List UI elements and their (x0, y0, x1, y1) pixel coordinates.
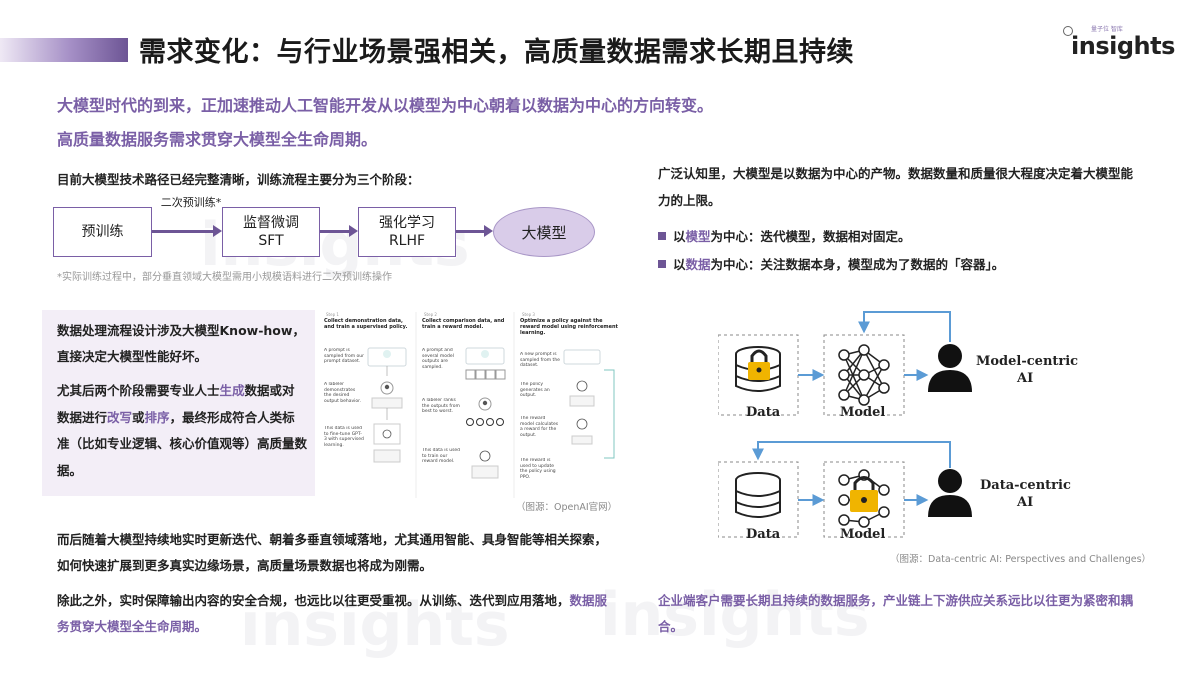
step-3-text-4: The reward is used to update the policy … (520, 458, 556, 480)
locked-database-icon (735, 346, 781, 392)
rlhf-steps-figure: Step 1 Collect demonstration data, and t… (318, 308, 630, 508)
step-3-text-2: The policy generates an output. (520, 382, 550, 398)
bullet-square-icon (658, 232, 666, 240)
step-3-heading: Optimize a policy against the reward mod… (520, 318, 618, 336)
subtitle-2: 高质量数据服务需求贯穿大模型全生命周期。 (57, 130, 378, 149)
step-2-text-2: A labeler ranks the outputs from best to… (422, 398, 460, 414)
step-3-text-1: A new prompt is sampled from the dataset… (520, 352, 560, 368)
title-accent-bar (0, 38, 128, 62)
right-conclusion: 企业端客户需要长期且持续的数据服务，产业链上下游供应关系远比以往更为紧密和耦合。 (658, 593, 1134, 634)
stage-pretrain-label: 预训练 (81, 224, 124, 240)
model-icon (382, 429, 392, 439)
arrow-label: 二次预训练* (160, 196, 222, 209)
bullet-text: 为中心：迭代模型，数据相对固定。 (710, 229, 911, 244)
callout-paragraph-1: 数据处理流程设计涉及大模型Know-how，直接决定大模型性能好坏。 (57, 323, 305, 364)
bullet-keyword: 数据 (685, 257, 711, 272)
stage-rlhf-label: 强化学习 (379, 215, 435, 231)
result-label: 大模型 (521, 223, 567, 242)
callout-text: 数据或对数据进行 (57, 383, 295, 425)
bullet-keyword: 模型 (685, 229, 711, 244)
step-1-text-1: A prompt is sampled from our prompt data… (324, 348, 364, 364)
callout-keyword: 生成 (219, 383, 245, 398)
person-icon (928, 344, 972, 392)
neural-network-icon (838, 344, 890, 406)
model-label-bottom: Model (840, 527, 885, 542)
data-centric-label: Data-centric (980, 478, 1071, 493)
person-icon (928, 469, 972, 517)
callout-keyword: 改写 (107, 409, 133, 425)
right-intro: 广泛认知里，大模型是以数据为中心的产物。数据数量和质量很大程度决定着大模型能力的… (658, 166, 1134, 208)
data-label-top: Data (746, 405, 781, 420)
stage-pretrain: 预训练 (53, 207, 152, 257)
stage-sft-label: 监督微调 (243, 215, 299, 231)
logo-mark-icon (1063, 26, 1073, 36)
step-1-tag: Step 1 (326, 312, 339, 317)
subtitle-1: 大模型时代的到来，正加速推动人工智能开发从以模型为中心朝着以数据为中心的方向转变… (57, 96, 714, 115)
step-3-text-3: The reward model calculates a reward for… (520, 416, 559, 438)
callout-text: 或 (132, 409, 145, 425)
callout-keyword: 排序 (144, 409, 170, 425)
stage-sft-sub: SFT (258, 233, 284, 249)
arrow-icon (456, 225, 493, 237)
bullet-data-centric: 以数据为中心：关注数据本身，模型成为了数据的「容器」。 (658, 254, 1004, 273)
logo: 量子位 智库 insights (1063, 24, 1175, 64)
model-centric-label: Model-centric (976, 354, 1078, 369)
stage-sft: 监督微调 SFT (222, 207, 320, 257)
step-1-text-3: This data is used to fine-tune GPT-3 wit… (324, 426, 364, 448)
footnote: *实际训练过程中，部分垂直领域大模型需用小规模语料进行二次预训练操作 (57, 272, 392, 283)
step-2-heading: Collect comparison data, and train a rew… (422, 318, 505, 330)
data-label-bottom: Data (746, 527, 781, 542)
step-2-text-1: A prompt and several model outputs are s… (422, 348, 454, 370)
rlhf-steps-svg: Step 1 Collect demonstration data, and t… (324, 312, 618, 498)
locked-neural-network-icon (838, 469, 890, 528)
result-large-model: 大模型 (493, 207, 595, 257)
step-1-text-2: A labeler demonstrates the desired outpu… (324, 382, 362, 404)
data-centric-figure-caption: （图源：Data-centric AI: Perspectives and Ch… (890, 554, 1152, 565)
database-icon (735, 472, 781, 518)
model-vs-data-centric-diagram: Data Model Model-centric AI (718, 300, 1098, 545)
callout-text: ，最终形成符合人类标准（比如专业逻辑、核心价值观等）高质量数据。 (57, 409, 308, 478)
data-centric-label-ai: AI (1016, 495, 1033, 510)
page-title: 需求变化：与行业场景强相关，高质量数据需求长期且持续 (139, 37, 854, 68)
bottom-keyword: 数据服务贯穿大模型全生命周期。 (57, 593, 608, 634)
knowhow-callout (42, 310, 315, 496)
bottom-paragraph-2: 除此之外，实时保障输出内容的安全合规，也远比以往更受重视。从训练、迭代到应用落地… (57, 588, 617, 640)
openai-figure-caption: （图源：OpenAI官网） (516, 502, 618, 513)
model-label-top: Model (840, 405, 885, 420)
callout-text: 尤其后两个阶段需要专业人士 (57, 383, 220, 398)
bullet-text: 以 (673, 257, 686, 272)
bullet-square-icon (658, 260, 666, 268)
callout-paragraph-2: 尤其后两个阶段需要专业人士生成数据或对数据进行改写或排序，最终形成符合人类标准（… (57, 378, 307, 484)
step-3-tag: Step 3 (522, 312, 535, 317)
pipeline-intro: 目前大模型技术路径已经完整清晰，训练流程主要分为三个阶段： (57, 172, 420, 187)
logo-small-text: 量子位 智库 (1091, 26, 1123, 33)
bottom-text: 除此之外，实时保障输出内容的安全合规，也远比以往更受重视。从训练、迭代到应用落地… (57, 593, 570, 608)
bullet-text: 为中心：关注数据本身，模型成为了数据的「容器」。 (710, 257, 1005, 272)
arrow-icon (152, 225, 222, 237)
bottom-paragraph-1: 而后随着大模型持续地实时更新迭代、朝着多垂直领域落地，尤其通用智能、具身智能等相… (57, 532, 608, 573)
step-2-tag: Step 2 (424, 312, 437, 317)
stage-rlhf: 强化学习 RLHF (358, 207, 456, 257)
prompt-icon (383, 350, 391, 358)
arrow-icon (320, 225, 358, 237)
data-box-bottom (718, 461, 799, 538)
model-centric-label-ai: AI (1016, 371, 1033, 386)
step-1-heading: Collect demonstration data, and train a … (324, 318, 408, 330)
stage-rlhf-sub: RLHF (388, 233, 426, 249)
step-2-text-3: This data is used to train our reward mo… (422, 448, 461, 464)
logo-wordmark: insights (1071, 32, 1175, 60)
centric-diagram-svg: Data Model Model-centric AI (718, 311, 1078, 542)
bullet-model-centric: 以模型为中心：迭代模型，数据相对固定。 (658, 226, 911, 245)
bullet-text: 以 (673, 229, 686, 244)
